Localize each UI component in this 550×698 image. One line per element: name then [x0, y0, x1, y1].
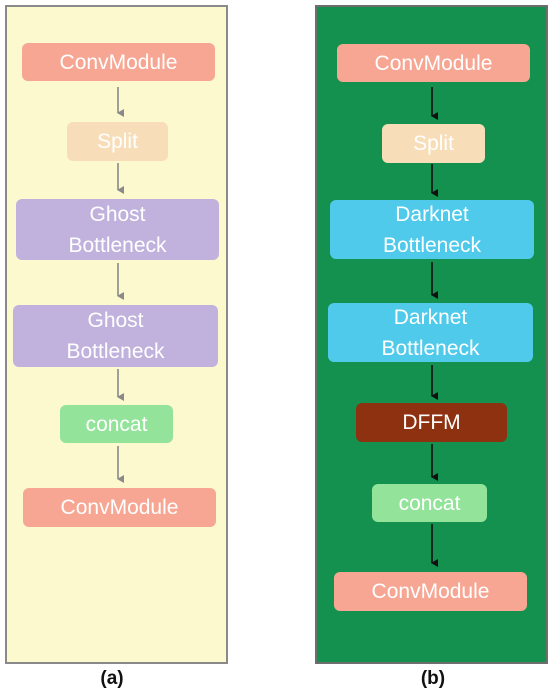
caption-b: (b) — [420, 668, 446, 689]
node-a-concat: concat — [60, 405, 173, 443]
node-a-ghost-bottleneck-1: Ghost Bottleneck — [16, 199, 219, 260]
node-b-convmodule-bottom: ConvModule — [334, 572, 527, 611]
node-b-dffm: DFFM — [356, 403, 507, 442]
node-b-convmodule-top: ConvModule — [337, 44, 530, 82]
node-a-split: Split — [67, 122, 168, 161]
node-a-convmodule-top: ConvModule — [22, 43, 215, 81]
node-b-darknet-bottleneck-1: Darknet Bottleneck — [330, 200, 534, 259]
node-b-concat: concat — [372, 484, 487, 522]
node-a-ghost-bottleneck-2: Ghost Bottleneck — [13, 305, 218, 367]
node-b-darknet-bottleneck-2: Darknet Bottleneck — [328, 303, 533, 362]
node-a-convmodule-bottom: ConvModule — [23, 488, 216, 527]
caption-a: (a) — [100, 668, 124, 689]
node-b-split: Split — [382, 124, 485, 163]
